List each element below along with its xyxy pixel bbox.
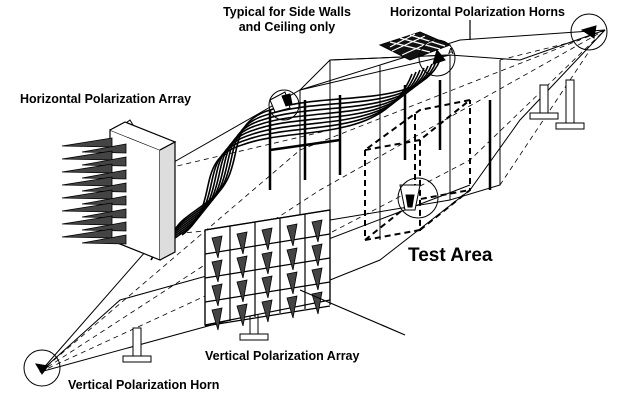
absorber-spike xyxy=(236,303,248,327)
array-grid-line xyxy=(204,209,331,231)
label-typical-line1: Typical for Side Walls xyxy=(223,5,351,19)
label-typical-line2: and Ceiling only xyxy=(238,20,336,34)
absorber-spike xyxy=(61,228,113,239)
absorber-spike xyxy=(211,235,223,259)
ceiling-horn-grid xyxy=(378,31,452,61)
absorber-spike xyxy=(311,291,323,315)
label-test-area: Test Area xyxy=(408,245,493,266)
absorber-spike xyxy=(311,267,323,291)
horn-symbols xyxy=(35,25,597,375)
frame-posts xyxy=(268,80,492,190)
absorber-spike xyxy=(61,215,113,226)
absorber-spike xyxy=(61,202,113,213)
leader-lines xyxy=(299,20,471,336)
absorber-spike xyxy=(61,137,113,148)
absorber-spike xyxy=(311,243,323,267)
absorber-spike xyxy=(211,307,223,331)
wall-horns xyxy=(269,91,421,211)
callout-circles xyxy=(23,13,608,387)
absorber-spike xyxy=(286,223,298,247)
absorber-spike xyxy=(61,150,113,161)
horizontal-polarization-array xyxy=(61,121,177,261)
label-horizontal-horns: Horizontal Polarization Horns xyxy=(390,5,566,19)
support-legs xyxy=(122,79,585,363)
absorber-spike xyxy=(61,189,113,200)
absorber-spike xyxy=(286,271,298,295)
absorber-spike xyxy=(261,251,273,275)
label-vertical-array: Vertical Polarization Array xyxy=(205,349,360,363)
absorber-spike xyxy=(211,259,223,283)
absorber-spike xyxy=(261,299,273,323)
absorber-spike xyxy=(261,227,273,251)
absorber-spike xyxy=(61,176,113,187)
vertical-polarization-array xyxy=(204,209,331,331)
absorber-spike xyxy=(61,163,113,174)
label-horizontal-array: Horizontal Polarization Array xyxy=(20,92,192,106)
absorber-spike xyxy=(236,279,248,303)
absorber-spike xyxy=(286,295,298,319)
dashed-guides xyxy=(39,29,606,373)
absorber-spike xyxy=(211,283,223,307)
absorber-spike xyxy=(311,219,323,243)
absorber-spike xyxy=(236,231,248,255)
marker-a: A xyxy=(448,47,454,56)
label-typical-note: Typical for Side Walls and Ceiling only xyxy=(212,5,362,35)
label-vertical-horn: Vertical Polarization Horn xyxy=(68,378,220,392)
absorber-spike xyxy=(261,275,273,299)
absorber-spike xyxy=(236,255,248,279)
absorber-spike xyxy=(286,247,298,271)
absorber-spike xyxy=(81,234,127,245)
